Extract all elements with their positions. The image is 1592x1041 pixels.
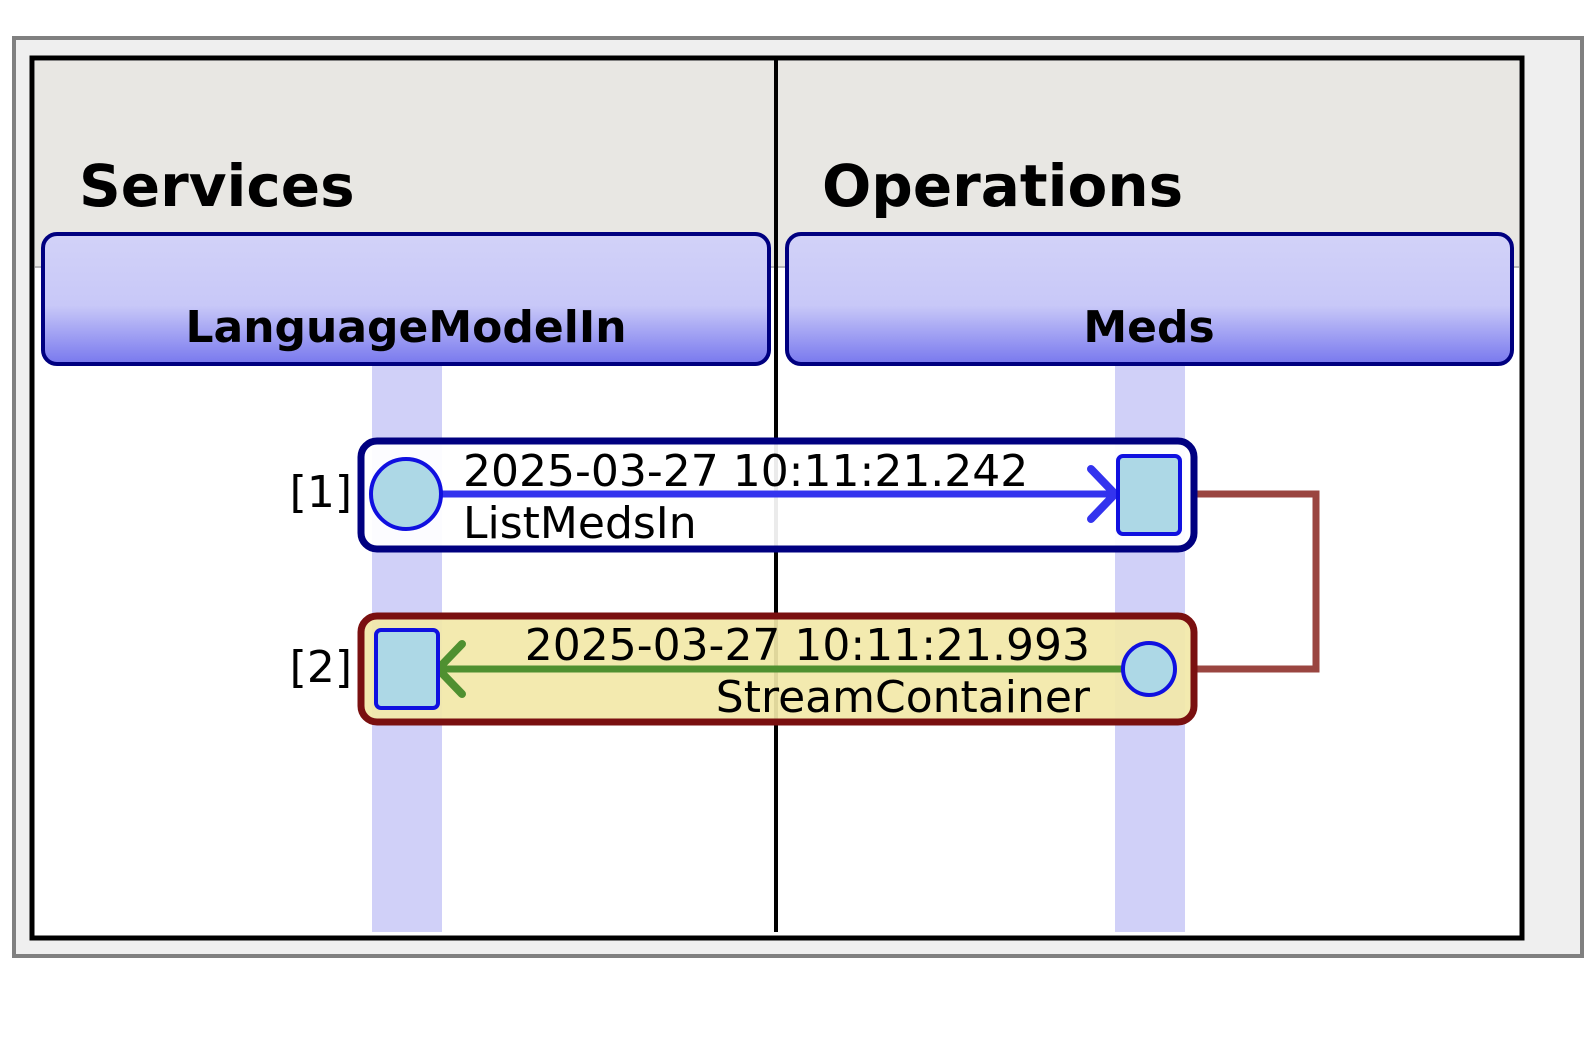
participant-meds[interactable]: Meds (785, 232, 1514, 366)
participant-label: Meds (1083, 302, 1214, 353)
message-2[interactable]: [2] 2025-03-27 10:11:21.993 StreamContai… (290, 612, 1198, 726)
send-endpoint-icon (1121, 641, 1177, 697)
lane-title-services: Services (79, 152, 355, 220)
request-response-connector (1195, 490, 1320, 673)
message-index: [2] (290, 642, 352, 693)
send-endpoint-icon (369, 457, 443, 531)
arrow-head-icon (1087, 465, 1119, 523)
message-1[interactable]: [1] 2025-03-27 10:11:21.242 ListMedsIn (290, 437, 1198, 553)
receive-endpoint-icon (1116, 454, 1182, 536)
message-name: StreamContainer (716, 672, 1091, 723)
participant-languagemodelin[interactable]: LanguageModelIn (41, 232, 771, 366)
message-index: [1] (290, 467, 352, 518)
message-name: ListMedsIn (463, 498, 697, 549)
participant-label: LanguageModelIn (185, 302, 626, 353)
message-timestamp: 2025-03-27 10:11:21.242 (463, 446, 1028, 497)
receive-endpoint-icon (374, 628, 440, 710)
lane-title-operations: Operations (822, 152, 1183, 220)
message-timestamp: 2025-03-27 10:11:21.993 (525, 620, 1090, 671)
